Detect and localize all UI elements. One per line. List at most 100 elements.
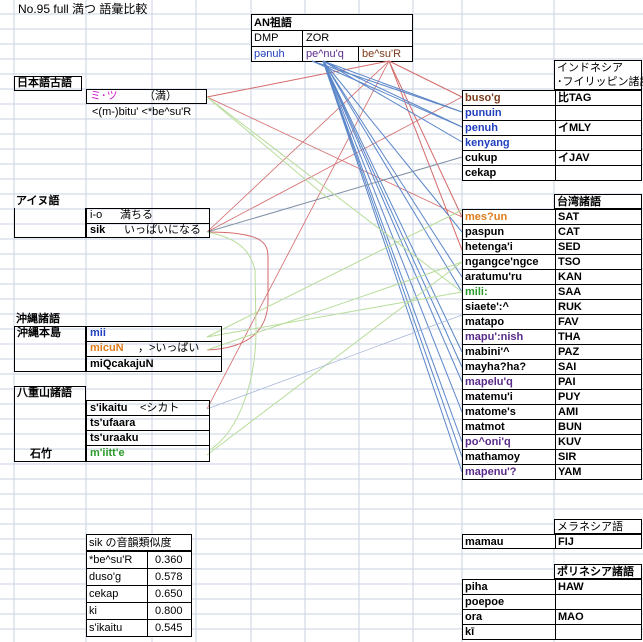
- polynesia-label: HAW: [558, 581, 584, 593]
- similarity-value: 0.800: [155, 605, 183, 617]
- ainu-header: アイヌ語: [16, 195, 60, 207]
- yaeyama-gloss-1: <シカト: [140, 402, 180, 414]
- yaeyama-form-1: s'ikaitu: [90, 402, 128, 414]
- taiwan-form: mes?un: [465, 211, 508, 223]
- polynesia-form: piha: [465, 581, 488, 593]
- japanese-word: ミ･ツ: [90, 90, 118, 102]
- indo-row: cekap: [462, 165, 642, 181]
- polynesia-row: piha HAW: [462, 579, 642, 595]
- ainu-gloss-1: 満ちる: [120, 209, 153, 221]
- taiwan-row: matemu'i PUY: [462, 389, 642, 405]
- okinawa-block: 沖縄諸語 沖縄本島 mii micuN ，>いっぱい miQcakajuN: [14, 312, 222, 374]
- similarity-form: cekap: [89, 588, 119, 600]
- taiwan-label: PUY: [558, 391, 581, 403]
- polynesia-row: kī: [462, 624, 642, 640]
- taiwan-form: po^oni'q: [465, 436, 511, 448]
- indo-form: buso'g: [465, 92, 501, 104]
- polynesia-form: ora: [465, 611, 483, 623]
- yaeyama-block: 八重山諸語 石竹 s'ikaitu <シカト ts'ufaara ts'uraa…: [14, 386, 210, 464]
- taiwan-form: mapenu'?: [465, 466, 517, 478]
- similarity-row: ki 0.800: [86, 602, 192, 620]
- okinawa-header: 沖縄諸語: [16, 313, 60, 325]
- melanesia-header: メラネシア語: [557, 521, 623, 533]
- taiwan-row: mayha?ha?SAI: [462, 359, 642, 375]
- indo-label: 比TAG: [558, 92, 592, 104]
- taiwan-form: mathamoy: [465, 451, 521, 463]
- indo-row: buso'g 比TAG: [462, 90, 642, 106]
- taiwan-row: mabini'^ PAZ: [462, 344, 642, 360]
- taiwan-form: paspun: [465, 226, 505, 238]
- japanese-block: 日本語古語 ミ･ツ （満） <(m-)bitu' <*be^su'R: [14, 76, 207, 120]
- taiwan-row: mapenu'? YAM: [462, 464, 642, 480]
- an-proto-box: AN祖語 DMP ZOR pənuh pe^nu'q be^su'R: [251, 14, 413, 62]
- taiwan-label: SAT: [558, 211, 580, 223]
- similarity-value: 0.545: [155, 622, 183, 634]
- taiwan-label: THA: [558, 331, 581, 343]
- indo-form: punuin: [465, 107, 502, 119]
- ainu-form-1: i-o: [90, 209, 103, 221]
- similarity-value: 0.650: [155, 588, 183, 600]
- taiwan-row: mes?un SAT: [462, 209, 642, 225]
- similarity-header: sik の音韻類似度: [89, 537, 172, 549]
- indo-form: penuh: [465, 122, 498, 134]
- similarity-row: cekap 0.650: [86, 585, 192, 603]
- indo-form: cekap: [465, 167, 497, 179]
- taiwan-header-box: 台湾諸語: [554, 194, 642, 209]
- taiwan-label: TSO: [558, 256, 581, 268]
- taiwan-form: aratumu'ru: [465, 271, 523, 283]
- melanesia-header-box: メラネシア語: [554, 519, 642, 534]
- polynesia-form: kī: [465, 626, 475, 638]
- an-header: AN祖語: [254, 17, 292, 29]
- similarity-form: s'ikaitu: [89, 622, 123, 634]
- taiwan-row: siaete':^ RUK: [462, 299, 642, 315]
- taiwan-label: YAM: [558, 466, 582, 478]
- japanese-header: 日本語古語: [17, 77, 72, 89]
- taiwan-row: mili:SAA: [462, 284, 642, 300]
- an-zor-label: ZOR: [306, 32, 330, 44]
- taiwan-form: mili:: [465, 286, 488, 298]
- similarity-form: ki: [89, 605, 97, 617]
- melanesia-form: mamau: [465, 536, 504, 548]
- taiwan-form: matapo: [465, 316, 505, 328]
- taiwan-form: matmot: [465, 421, 505, 433]
- taiwan-form: matome's: [465, 406, 516, 418]
- japanese-gloss: （満）: [144, 90, 177, 102]
- taiwan-label: PAZ: [558, 346, 580, 358]
- japanese-etymology: <(m-)bitu' <*be^su'R: [92, 106, 192, 118]
- yaeyama-form-3: ts'uraaku: [90, 432, 139, 444]
- indo-label: イJAV: [558, 152, 590, 164]
- taiwan-label: KAN: [558, 271, 582, 283]
- ainu-gloss-2: いっぱいになる: [124, 224, 201, 236]
- indo-header-box: インドネシア ･フイリッピン諸語: [554, 60, 643, 90]
- polynesia-row: poepoe: [462, 594, 642, 610]
- indo-header-2: ･フイリッピン諸語: [557, 76, 643, 88]
- taiwan-form: siaete':^: [465, 301, 509, 313]
- yaeyama-sub: 石竹: [30, 448, 52, 460]
- an-besur: be^su'R: [362, 48, 402, 60]
- taiwan-form: mabini'^: [465, 346, 510, 358]
- similarity-form: *be^su'R: [89, 554, 133, 566]
- taiwan-label: CAT: [558, 226, 580, 238]
- okinawa-form-3: miQcakajuN: [90, 358, 154, 370]
- similarity-form: duso'g: [89, 571, 122, 583]
- okinawa-gloss-2: ，>いっぱい: [138, 342, 200, 354]
- okinawa-form-1: mii: [90, 327, 106, 339]
- taiwan-form: mayha?ha?: [465, 361, 527, 373]
- taiwan-form: matemu'i: [465, 391, 513, 403]
- okinawa-sub: 沖縄本島: [17, 327, 61, 339]
- taiwan-label: RUK: [558, 301, 582, 313]
